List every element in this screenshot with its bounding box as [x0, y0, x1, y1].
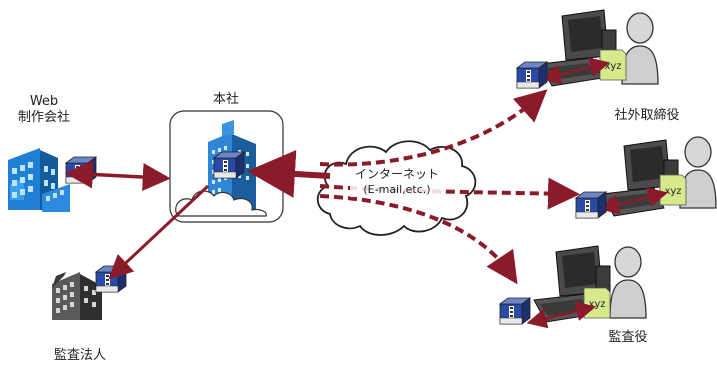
document-text: xyz — [664, 186, 681, 197]
audit-firm-label: 監査法人 — [53, 348, 106, 363]
document-text: xyz — [604, 61, 621, 72]
arrow-icon — [598, 187, 669, 215]
internet-label: インターネット (E-mail,etc.) — [350, 167, 444, 197]
arrow-icon — [526, 301, 597, 329]
zip-package-icon — [499, 297, 531, 325]
document-text: xyz — [588, 299, 605, 310]
arrow-icon — [319, 194, 518, 285]
headquarters-label: 本社 — [212, 92, 239, 107]
arrow-icon — [247, 149, 331, 198]
zip-package-icon — [516, 61, 548, 89]
web-company-label: Web 制作会社 — [8, 94, 80, 126]
building-icon — [52, 272, 102, 320]
person-icon — [621, 12, 659, 85]
outside-director-label: 社外取締役 — [614, 108, 680, 123]
building-icon — [8, 148, 70, 212]
cloud-icon — [175, 190, 267, 217]
zip-package-icon — [95, 265, 127, 293]
web-company-label-line2: 制作会社 — [17, 110, 70, 125]
internet-label-line2: (E-mail,etc.) — [363, 183, 431, 196]
auditor-label: 監査役 — [608, 330, 648, 345]
person-icon — [609, 246, 647, 319]
zip-package-icon — [65, 156, 97, 184]
zip-package-icon — [213, 151, 245, 179]
web-company-label-line1: Web — [29, 94, 59, 109]
internet-label-line1: インターネット — [354, 167, 439, 181]
arrow-icon — [319, 89, 548, 167]
arrow-icon — [108, 184, 210, 280]
arrow-icon — [64, 160, 171, 191]
zip-package-icon — [575, 191, 607, 219]
arrow-icon — [540, 57, 611, 85]
